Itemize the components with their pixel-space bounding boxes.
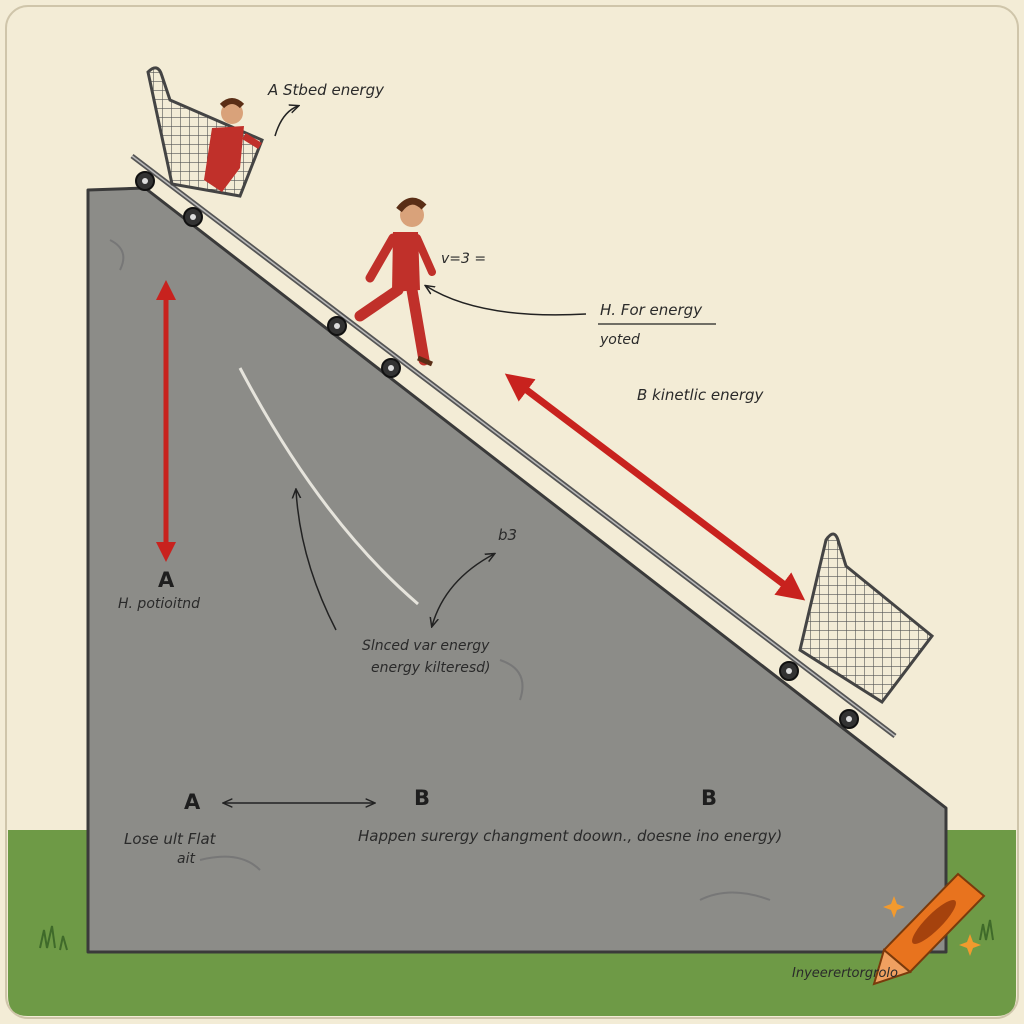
- lose-label-line2: ait: [177, 851, 195, 867]
- distance-arrow: [504, 373, 806, 601]
- center-label-line2: energy kilteresd): [371, 660, 491, 676]
- center-label-line1: Slnced var energy: [362, 638, 490, 654]
- for-energy-label: H. For energy: [600, 301, 703, 319]
- kinetic-energy-label: B kinetlic energy: [637, 386, 764, 404]
- height-letter-a: A: [158, 568, 175, 592]
- person-icon: [204, 98, 262, 192]
- grass-tufts: [39, 919, 994, 951]
- happen-label: Happen surergy changment doown., doesne …: [358, 827, 783, 845]
- b3-label: b3: [498, 526, 518, 544]
- stored-energy-label: A Stbed energy: [268, 81, 385, 99]
- velocity-formula-label: v=3 =: [441, 251, 487, 267]
- shopping-cart-icon: [798, 532, 935, 705]
- for-energy-arrow: [426, 286, 587, 316]
- hill-texture: [109, 239, 771, 901]
- slope-curve-arrow: [296, 490, 337, 631]
- chalk-stroke: [238, 367, 419, 606]
- crayon-icon: [872, 872, 986, 986]
- sparkle-icon: [883, 896, 905, 918]
- stored-energy-arrow: [274, 106, 298, 137]
- lose-label-line1: Lose ult Flat: [124, 830, 216, 848]
- potential-label: H. potioitnd: [118, 596, 200, 612]
- footer-label: Inyeerertorgrolo: [792, 966, 898, 981]
- sparkle-icon: [959, 934, 981, 956]
- bottom-letter-b2: B: [701, 786, 718, 810]
- b3-arrow: [432, 554, 494, 626]
- yoted-label: yoted: [600, 332, 640, 348]
- bottom-letter-b: B: [414, 786, 431, 810]
- person-icon: [354, 197, 436, 367]
- bottom-letter-a: A: [184, 790, 201, 814]
